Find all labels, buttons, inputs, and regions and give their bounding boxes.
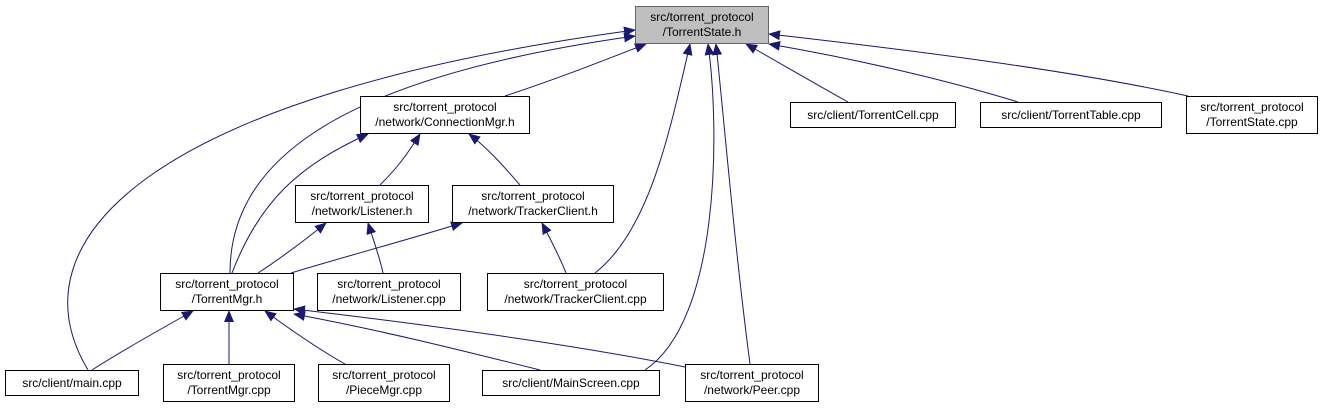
node-listener-cpp[interactable]: src/torrent_protocol /network/Listener.c… [317,273,461,311]
node-line: src/torrent_protocol [650,10,754,24]
edge-piecemgr-cpp-to-torrentmgr-h [264,310,346,365]
node-torrentcell-cpp[interactable]: src/client/TorrentCell.cpp [790,102,956,128]
edge-torrenttable-cpp-to-torrentstate-h [768,40,1019,103]
node-line: /network/ConnectionMgr.h [375,115,515,129]
edge-torrentmgr-h-to-torrentstate-h [229,32,636,274]
node-line: src/torrent_protocol [310,189,414,203]
node-line: src/torrent_protocol [337,277,441,291]
node-torrentmgr-h[interactable]: src/torrent_protocol /TorrentMgr.h [160,273,294,311]
node-line: src/client/TorrentCell.cpp [807,107,939,122]
edge-main-cpp-to-torrentstate-h [67,26,636,371]
edge-main-cpp-to-torrentmgr-h [91,310,194,371]
node-mainscreen-cpp[interactable]: src/client/MainScreen.cpp [482,370,660,396]
node-peer-cpp[interactable]: src/torrent_protocol /network/Peer.cpp [685,364,819,402]
node-line: src/torrent_protocol [523,277,628,291]
node-connectionmgr-h[interactable]: src/torrent_protocol /network/Connection… [360,96,530,134]
edge-trackerclient-cpp-to-torrentstate-h [594,43,693,274]
edge-torrentstate-cpp-to-torrentstate-h [768,30,1189,97]
edge-mainscreen-cpp-to-torrentmgr-h [293,311,541,371]
node-line: /network/Listener.cpp [332,292,446,306]
node-line: /network/Peer.cpp [703,383,801,397]
edge-peer-cpp-to-torrentstate-h [712,43,751,365]
edge-trackerclient-cpp-to-trackerclient-h [541,222,567,274]
node-line: src/torrent_protocol [175,277,279,291]
node-line: src/client/TorrentTable.cpp [1001,107,1141,122]
edge-trackerclient-h-to-connectionmgr-h [468,133,521,186]
node-line: src/torrent_protocol [700,368,804,382]
node-line: src/client/MainScreen.cpp [502,375,640,390]
node-torrentmgr-cpp[interactable]: src/torrent_protocol /TorrentMgr.cpp [163,364,295,402]
node-torrenttable-cpp[interactable]: src/client/TorrentTable.cpp [980,102,1162,128]
edge-listener-h-to-connectionmgr-h [379,133,421,186]
node-trackerclient-h[interactable]: src/torrent_protocol /network/TrackerCli… [452,185,614,223]
node-line: src/torrent_protocol [393,100,497,114]
node-listener-h[interactable]: src/torrent_protocol /network/Listener.h [295,185,429,223]
edge-torrentcell-cpp-to-torrentstate-h [745,43,849,103]
edge-torrentmgr-h-to-trackerclient-h [290,221,463,274]
edge-connectionmgr-h-to-torrentstate-h [504,43,647,97]
node-line: /network/Listener.h [311,204,413,218]
node-main-cpp[interactable]: src/client/main.cpp [5,370,139,396]
node-line: /network/TrackerClient.h [468,204,598,218]
node-line: src/client/main.cpp [22,375,122,390]
edge-peer-cpp-to-torrentmgr-h [293,305,701,371]
node-line: /network/TrackerClient.cpp [504,292,647,306]
node-line: /TorrentMgr.cpp [187,383,271,397]
node-line: src/torrent_protocol [481,189,585,203]
node-piecemgr-cpp[interactable]: src/torrent_protocol /PieceMgr.cpp [318,364,450,402]
node-torrentstate-h: src/torrent_protocol /TorrentState.h [635,6,769,44]
node-line: /TorrentState.cpp [1206,115,1298,129]
node-line: /PieceMgr.cpp [345,383,423,397]
node-line: src/torrent_protocol [1200,100,1304,114]
edge-mainscreen-cpp-to-torrentstate-h [644,43,715,371]
node-line: /TorrentMgr.h [191,292,263,306]
edge-listener-cpp-to-listener-h [366,222,384,274]
node-line: src/torrent_protocol [332,368,436,382]
edge-torrentmgr-h-to-connectionmgr-h [231,133,369,274]
node-torrentstate-cpp[interactable]: src/torrent_protocol /TorrentState.cpp [1186,96,1318,134]
node-line: /TorrentState.h [662,25,742,39]
node-line: src/torrent_protocol [177,368,281,382]
node-trackerclient-cpp[interactable]: src/torrent_protocol /network/TrackerCli… [487,273,664,311]
edge-torrentmgr-h-to-listener-h [257,222,327,274]
